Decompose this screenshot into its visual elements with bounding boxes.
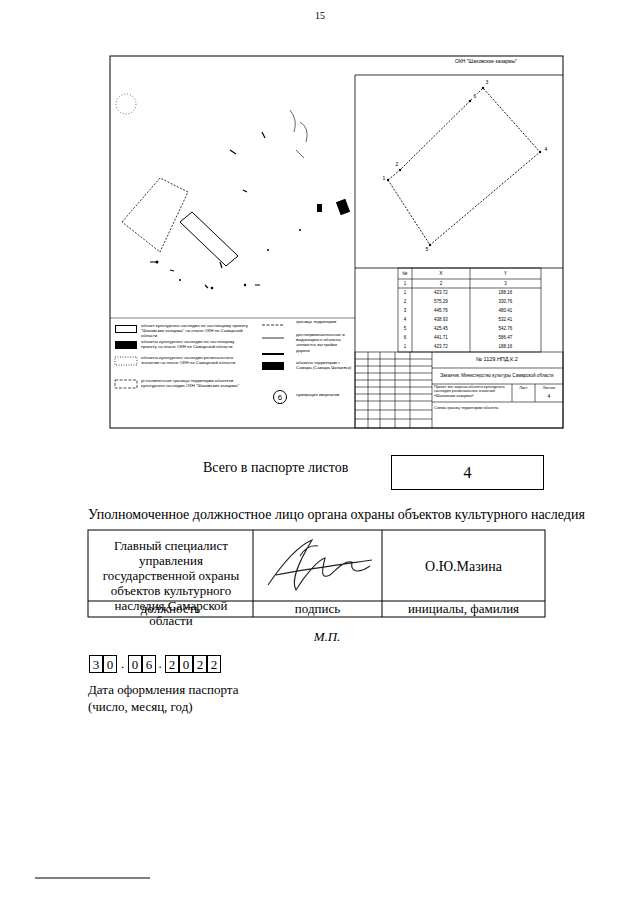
coordinate-cell: 1 [398, 290, 412, 295]
date-digit-box: 2 [207, 655, 221, 673]
date-separator: . [155, 657, 165, 672]
date-digit-box: 2 [165, 655, 179, 673]
inset-border [355, 75, 563, 76]
legend-text: достопримечательные и выдающиеся объекты… [296, 333, 352, 348]
coordinate-cell: 445.76 [412, 308, 470, 313]
coordinate-cell: 425.45 [412, 326, 470, 331]
date-digit-box: 0 [103, 655, 117, 673]
coordinate-cell: 532.41 [470, 317, 541, 322]
coordinate-cell: 4 [398, 317, 412, 322]
callout-number: 6 [273, 390, 287, 404]
legend-text: установленные границы территории объекто… [141, 379, 251, 389]
sheet-header: Лист [513, 386, 534, 390]
table-header: 3 [470, 281, 541, 286]
vertex-number: 6 [472, 94, 478, 100]
drawing-name: Схема границ территории объекта [434, 406, 560, 411]
legend-text: дороги [296, 349, 352, 354]
territory-boundary [388, 88, 540, 245]
date-digit-box: 3 [89, 655, 103, 673]
coordinate-cell: 2 [398, 299, 412, 304]
box-text: 2 [197, 658, 204, 671]
table-header: Y [470, 271, 541, 277]
coordinate-table [398, 268, 541, 352]
box-text: 0 [107, 658, 114, 671]
date-caption: Дата оформления паспорта (число, месяц, … [88, 681, 260, 715]
coordinate-cell: 586.47 [470, 335, 541, 340]
stamp-mark: М.П. [300, 630, 354, 645]
legend-text: объекты территории г. Самара (Самара Чап… [296, 361, 352, 371]
box-text: 6 [146, 658, 153, 671]
coordinate-cell: 188.16 [470, 344, 541, 349]
legend-sample [115, 357, 137, 365]
signature [268, 540, 372, 590]
legend-sample [115, 380, 137, 388]
sheet-total-label: Всего в паспорте листов [203, 460, 383, 476]
box-text: 0 [132, 658, 139, 671]
coordinate-cell: 575.29 [412, 299, 470, 304]
title-block [355, 352, 563, 428]
table-header: № [398, 271, 412, 277]
vertex-number: 1 [381, 176, 387, 182]
legend-text: объект культурного наследия по настоящем… [141, 324, 251, 339]
legend-swatch [115, 341, 137, 349]
coordinate-cell: 438.93 [412, 317, 470, 322]
sheet-count: 4 [536, 394, 562, 400]
date-separator: . [117, 657, 128, 672]
coordinate-cell: 188.16 [470, 290, 541, 295]
box-text: 0 [183, 658, 190, 671]
vertex-number: 4 [543, 147, 549, 153]
table-caption: инициалы, фамилия [384, 602, 543, 617]
page-number: 15 [300, 10, 340, 22]
drawing-number: № 1129.НПД.К.2 [432, 356, 562, 362]
table-header: 2 [412, 281, 470, 286]
box-text: 2 [169, 658, 176, 671]
legend-text: нумерация кварталов [296, 393, 352, 398]
legend-text: объекты культурного наследия регионально… [141, 356, 251, 366]
vertex-dots [387, 87, 541, 246]
legend-swatch [115, 325, 137, 333]
vertex-number: 2 [394, 162, 400, 168]
legend-sample [262, 353, 284, 355]
sheet-header: Листов [536, 386, 562, 390]
name-cell: О.Ю.Мазина [384, 559, 543, 575]
table-caption: подпись [255, 602, 380, 617]
sheet-count-box: 4 [391, 455, 544, 490]
legend-swatch [262, 362, 284, 370]
date-digit-box: 0 [128, 655, 142, 673]
coordinate-cell: 480.41 [470, 308, 541, 313]
footnote-rule [35, 878, 150, 879]
coordinate-cell: 542.76 [470, 326, 541, 331]
legend-text: объекты культурного наследия по настояще… [141, 340, 251, 350]
box-text: 2 [211, 658, 218, 671]
coordinate-cell: 441.71 [412, 335, 470, 340]
coordinate-cell: 1 [398, 344, 412, 349]
coordinate-cell: 423.72 [412, 344, 470, 349]
official-heading: Уполномоченное должностное лицо органа о… [88, 507, 633, 523]
map-illustration [110, 94, 355, 318]
date-digit-box: 6 [142, 655, 156, 673]
legend-sample [262, 338, 284, 339]
coordinate-cell: 330.76 [470, 299, 541, 304]
customer-name: Заказчик: Министерство культуры Самарско… [432, 373, 562, 378]
project-name: Проект зон охраны объекта культурного на… [434, 385, 510, 398]
legend-text: граница территории [296, 320, 352, 325]
table-header: 1 [398, 281, 412, 286]
box-text: 4 [464, 465, 472, 481]
coordinate-cell: 5 [398, 326, 412, 331]
table-header: X [412, 271, 470, 277]
coordinate-cell: 6 [398, 335, 412, 340]
box-text: 3 [93, 658, 100, 671]
coordinate-cell: 3 [398, 308, 412, 313]
coordinate-cell: 423.72 [412, 290, 470, 295]
map-frame [110, 56, 563, 428]
map-title: ОКН "Шаховские казармы" [455, 59, 560, 65]
date-digit-box: 2 [193, 655, 207, 673]
table-caption: должность [90, 602, 251, 617]
date-digit-box: 0 [179, 655, 193, 673]
vertex-number: 3 [484, 80, 490, 86]
legend-sample [262, 325, 284, 326]
vertex-number: 5 [424, 247, 430, 253]
